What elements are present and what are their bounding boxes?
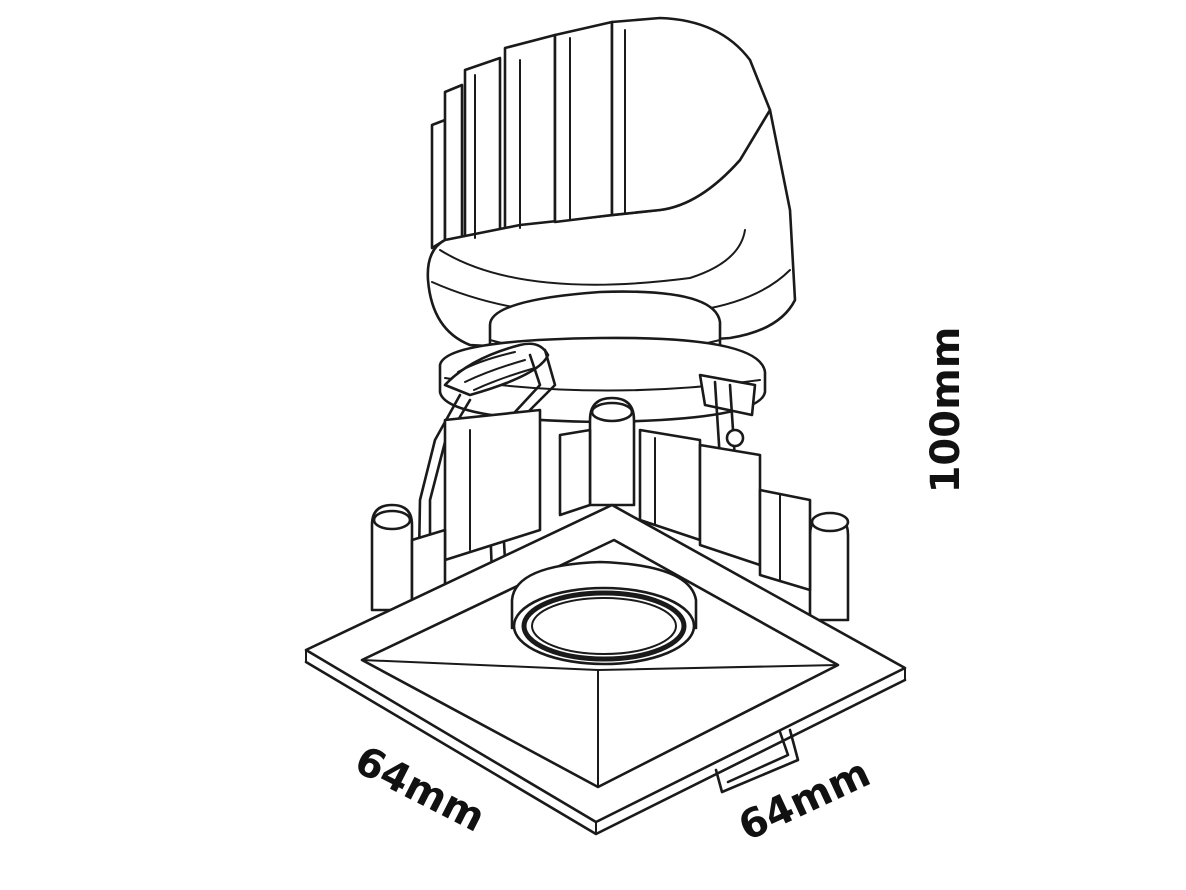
lens-opening (510, 560, 698, 666)
height-dimension-label: 100mm (923, 327, 969, 494)
depth-dimension-label: 64mm (732, 750, 877, 850)
width-dimension-label: 64mm (348, 737, 493, 841)
heat-sink (426, 16, 797, 352)
bottom-clip (714, 728, 800, 794)
